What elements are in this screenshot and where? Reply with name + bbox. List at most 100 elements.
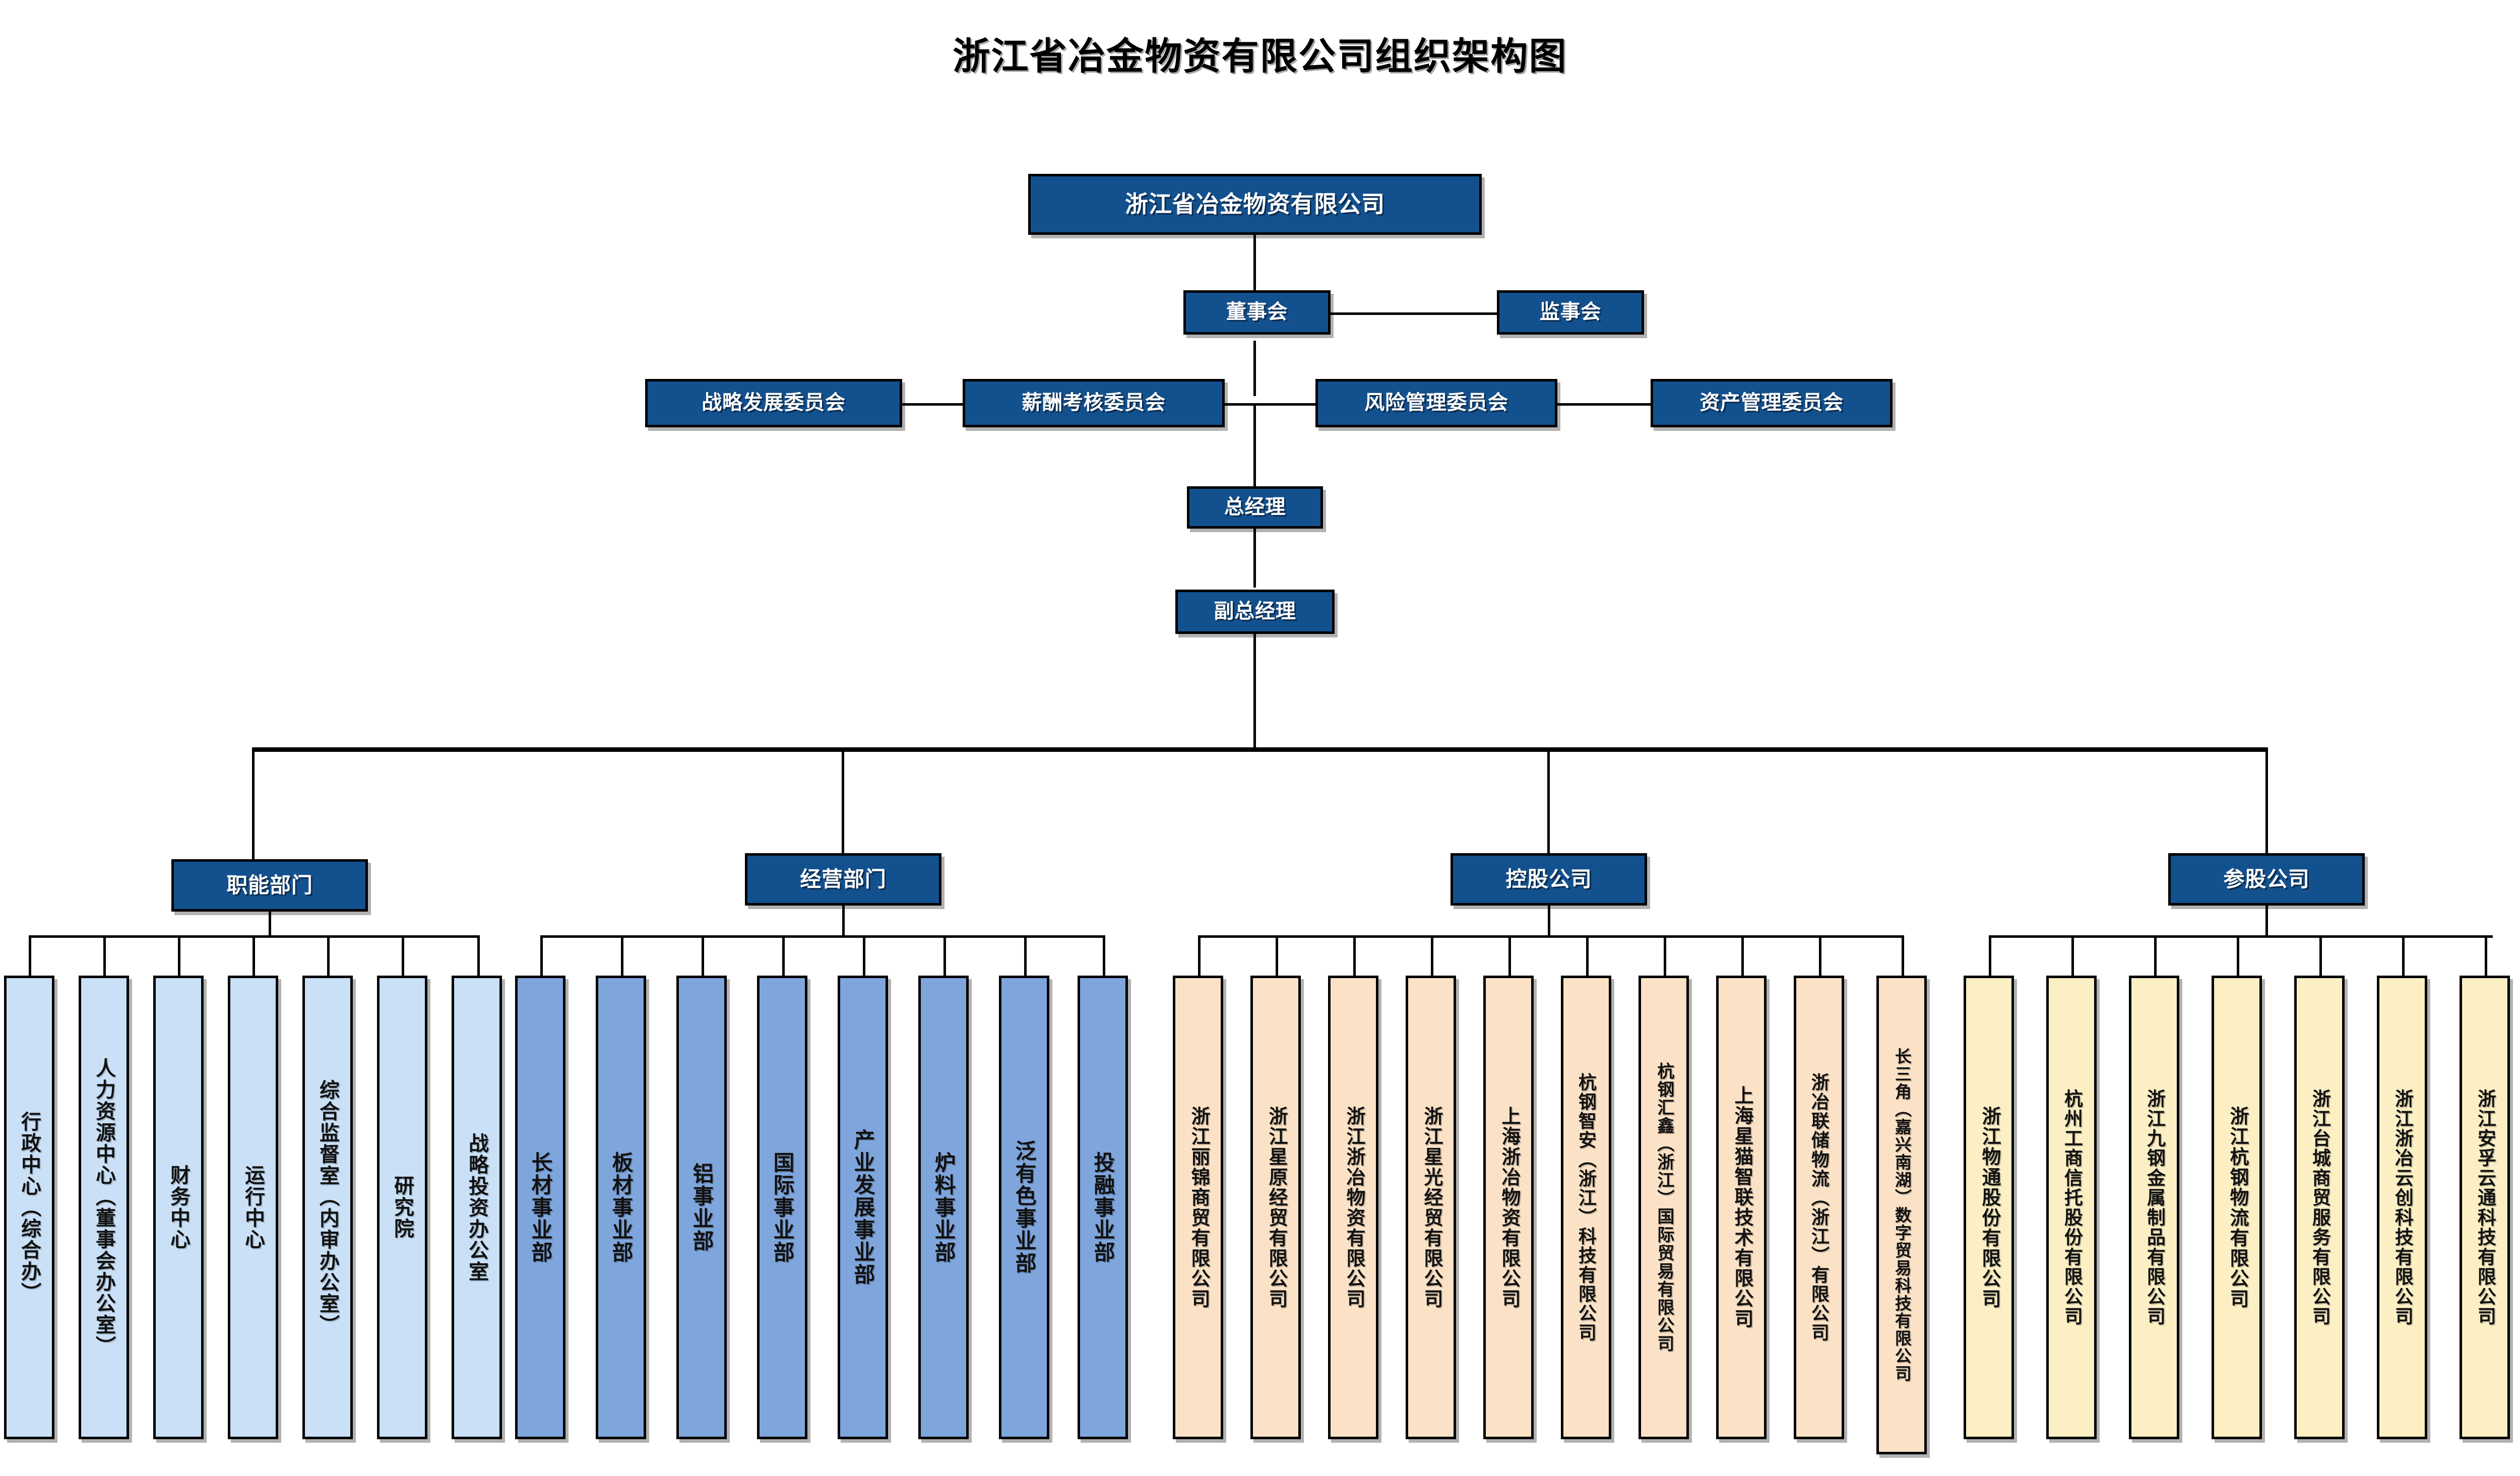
node-participating-anfu-yuntong[interactable]: 浙江安孚云通科技有限公司 [2460,976,2510,1439]
node-business-industrial-development[interactable]: 产业发展事业部 [838,976,888,1439]
node-holding-yangtze-delta-digital[interactable]: 长三角（嘉兴南湖）数字贸易科技有限公司 [1876,976,1927,1454]
node-participating-zheye-yunchuang[interactable]: 浙江浙冶云创科技有限公司 [2377,976,2427,1439]
connector-root-to-board [1253,235,1256,290]
node-label: 副总经理 [1214,600,1296,623]
connector-participating-child-3 [2154,935,2157,977]
connector-committee-3-4 [1557,403,1651,406]
connector-holding-child-8 [1741,935,1744,977]
group-header-participating[interactable]: 参股公司 [2168,853,2365,906]
node-participating-hangzhou-trust[interactable]: 杭州工商信托股份有限公司 [2046,976,2097,1439]
node-functional-operations-center[interactable]: 运行中心 [228,976,278,1439]
node-label: 浙冶联储物流（浙江）有限公司 [1808,1072,1830,1342]
node-label: 浙江星光经贸有限公司 [1420,1106,1442,1309]
connector-functional-child-5 [327,935,330,977]
connector-participating-header-down [2265,906,2268,936]
node-participating-jiugang-metal[interactable]: 浙江九钢金属制品有限公司 [2129,976,2179,1439]
node-functional-hr-center[interactable]: 人力资源中心（董事会办公室） [79,976,129,1439]
node-label: 总经理 [1224,496,1286,519]
node-label: 浙江浙冶物资有限公司 [1343,1106,1364,1309]
group-header-business[interactable]: 经营部门 [745,853,941,906]
node-participating-taicheng-trade-service[interactable]: 浙江台城商贸服务有限公司 [2294,976,2345,1439]
node-functional-admin-center[interactable]: 行政中心（综合办） [4,976,54,1439]
connector-business-child-1 [540,935,543,977]
connector-participating-child-7 [2485,935,2487,977]
node-label: 风险管理委员会 [1364,392,1508,414]
node-label: 浙江物通股份有限公司 [1978,1106,2000,1309]
node-holding-zheye-materials[interactable]: 浙江浙冶物资有限公司 [1328,976,1378,1439]
group-header-functional[interactable]: 职能部门 [171,859,368,912]
holding-child-bus [1198,935,1904,938]
node-label: 浙江丽锦商贸有限公司 [1187,1106,1209,1309]
node-label: 杭钢智安（浙江）科技有限公司 [1576,1072,1597,1342]
connector-board-to-committees [1253,341,1256,396]
node-committee-risk[interactable]: 风险管理委员会 [1315,379,1557,427]
node-holding-xingyuan-trade[interactable]: 浙江星原经贸有限公司 [1250,976,1301,1439]
node-deputy-general-manager[interactable]: 副总经理 [1175,590,1335,634]
connector-holding-child-10 [1902,935,1904,977]
connector-business-child-3 [702,935,704,977]
node-participating-wutong[interactable]: 浙江物通股份有限公司 [1964,976,2014,1439]
connector-holding-header-down [1548,906,1550,936]
node-label: 铝事业部 [690,1162,714,1253]
node-holding-xingguang-trade[interactable]: 浙江星光经贸有限公司 [1406,976,1456,1439]
node-functional-finance-center[interactable]: 财务中心 [153,976,204,1439]
node-functional-research-institute[interactable]: 研究院 [377,976,427,1439]
node-business-investment-financing[interactable]: 投融事业部 [1078,976,1128,1439]
node-holding-hangang-huixin[interactable]: 杭钢汇鑫（浙江）国际贸易有限公司 [1639,976,1689,1439]
node-label: 浙江九钢金属制品有限公司 [2144,1088,2165,1326]
group-header-label: 职能部门 [226,873,313,897]
node-label: 浙江浙冶云创科技有限公司 [2392,1088,2413,1326]
node-business-furnace-materials[interactable]: 炉料事业部 [918,976,969,1439]
group-header-holding[interactable]: 控股公司 [1451,853,1647,906]
connector-functional-header-down [269,912,271,937]
node-label: 资产管理委员会 [1699,392,1844,414]
node-label: 杭州工商信托股份有限公司 [2061,1088,2083,1326]
connector-holding-child-6 [1586,935,1589,977]
node-board-of-directors[interactable]: 董事会 [1183,290,1331,335]
node-label: 行政中心（综合办） [18,1111,40,1304]
node-committee-asset[interactable]: 资产管理委员会 [1651,379,1893,427]
node-committee-compensation[interactable]: 薪酬考核委员会 [963,379,1225,427]
group-header-label: 经营部门 [800,867,887,891]
node-board-of-supervisors[interactable]: 监事会 [1497,290,1644,335]
node-holding-shanghai-zheye[interactable]: 上海浙冶物资有限公司 [1483,976,1534,1439]
node-business-nonferrous[interactable]: 泛有色事业部 [999,976,1049,1439]
node-label: 上海星猫智联技术有限公司 [1731,1085,1752,1329]
node-general-manager[interactable]: 总经理 [1187,486,1323,529]
node-business-long-products[interactable]: 长材事业部 [515,976,565,1439]
node-participating-hangang-logistics[interactable]: 浙江杭钢物流有限公司 [2212,976,2262,1439]
node-business-aluminium[interactable]: 铝事业部 [676,976,727,1439]
connector-holding-child-7 [1664,935,1666,977]
node-functional-supervision-office[interactable]: 综合监督室（内审办公室） [302,976,353,1439]
node-root-company[interactable]: 浙江省冶金物资有限公司 [1028,174,1482,235]
node-label: 国际事业部 [771,1151,795,1264]
node-holding-xingmao-zhilian[interactable]: 上海星猫智联技术有限公司 [1716,976,1767,1439]
connector-holding-child-2 [1276,935,1278,977]
connector-committee-1-2 [902,403,963,406]
connector-holding-child-3 [1353,935,1356,977]
node-label: 浙江台城商贸服务有限公司 [2309,1088,2330,1326]
node-business-international[interactable]: 国际事业部 [757,976,807,1439]
connector-participating-child-4 [2237,935,2239,977]
node-label: 上海浙冶物资有限公司 [1498,1106,1520,1309]
node-label: 人力资源中心（董事会办公室） [93,1058,115,1357]
node-label: 投融事业部 [1091,1151,1115,1264]
connector-board-to-supervisors [1331,312,1497,315]
node-label: 泛有色事业部 [1013,1140,1037,1275]
node-holding-lianchu-logistics[interactable]: 浙冶联储物流（浙江）有限公司 [1794,976,1844,1439]
connector-business-child-5 [863,935,865,977]
node-functional-strategic-investment-office[interactable]: 战略投资办公室 [452,976,502,1439]
node-business-flat-products[interactable]: 板材事业部 [596,976,646,1439]
group-header-label: 参股公司 [2223,867,2310,891]
participating-child-bus [1989,935,2493,938]
connector-deputy-to-bus [1253,633,1256,748]
group-header-label: 控股公司 [1505,867,1592,891]
node-label: 杭钢汇鑫（浙江）国际贸易有限公司 [1654,1062,1674,1353]
node-holding-lijin-trade[interactable]: 浙江丽锦商贸有限公司 [1173,976,1223,1439]
connector-holding-child-4 [1431,935,1433,977]
node-label: 战略投资办公室 [466,1132,488,1282]
node-holding-hangang-zhian[interactable]: 杭钢智安（浙江）科技有限公司 [1561,976,1611,1439]
page-title: 浙江省冶金物资有限公司组织架构图 [953,35,1567,77]
node-committee-strategy[interactable]: 战略发展委员会 [645,379,902,427]
node-label: 研究院 [391,1175,413,1240]
